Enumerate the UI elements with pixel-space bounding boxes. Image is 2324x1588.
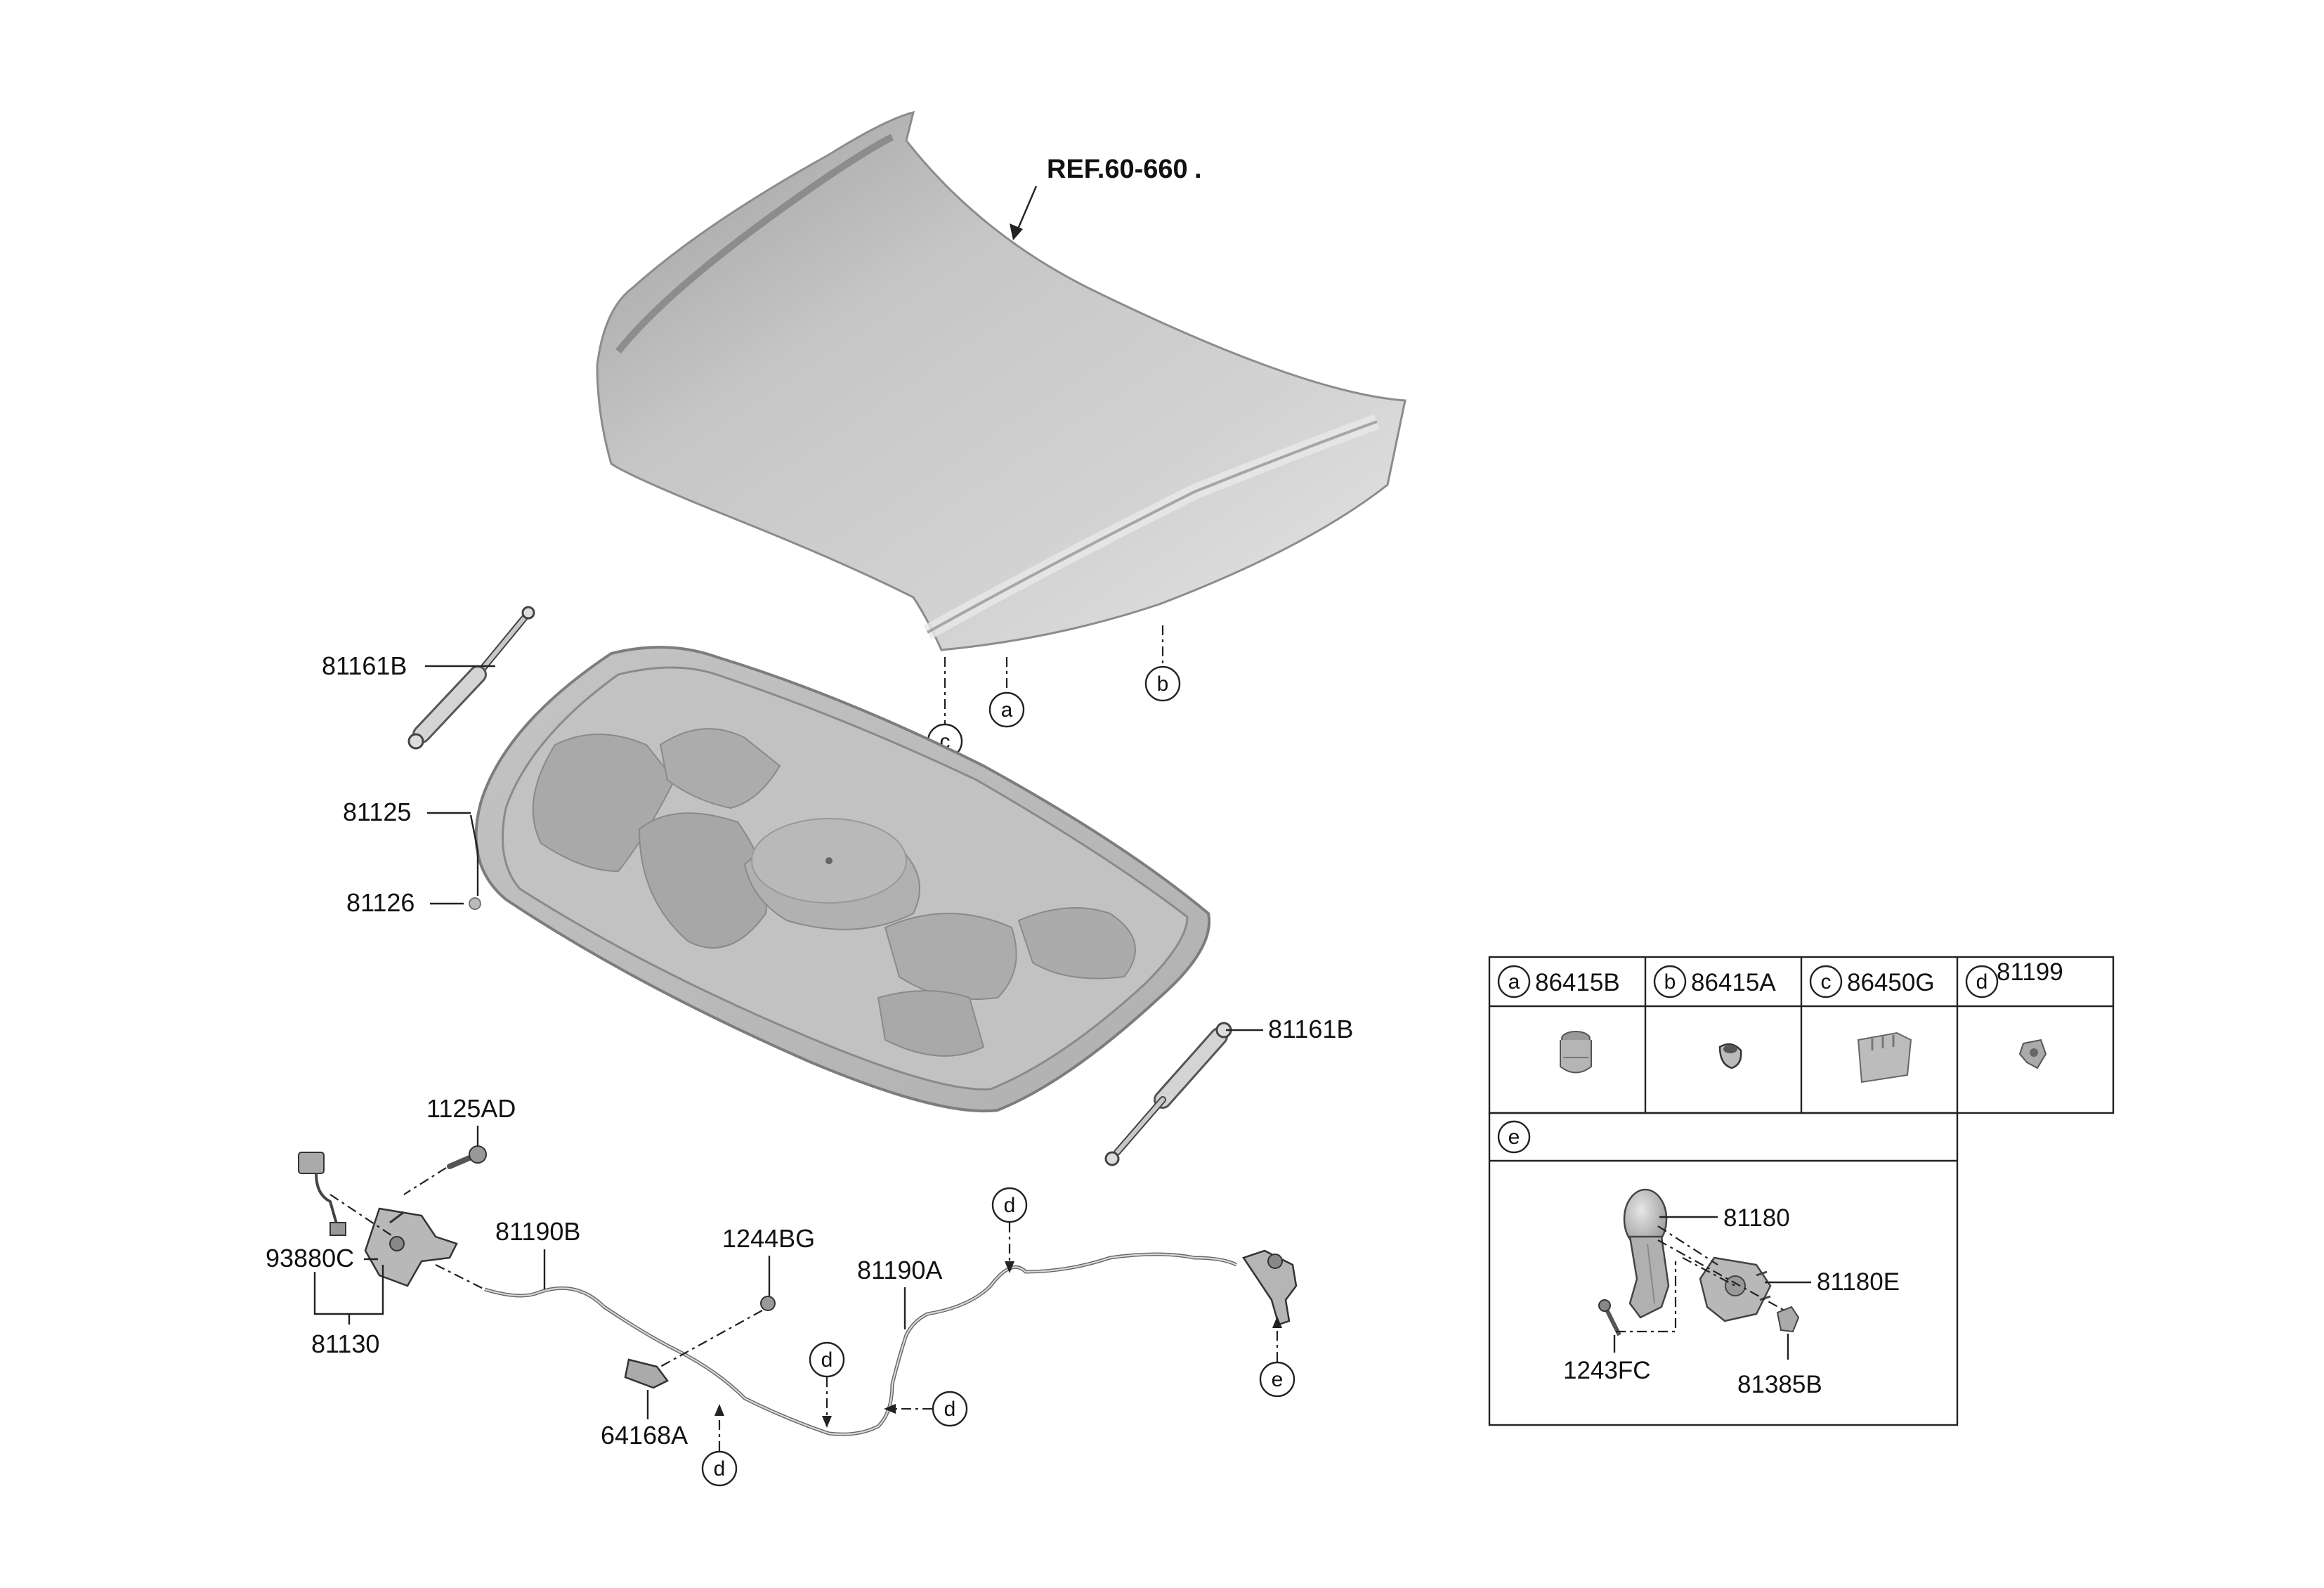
table-label-handle-bracket: 81180E	[1817, 1268, 1900, 1296]
table-cell-a: a 86415B	[1497, 965, 1620, 1074]
label-hood-lift-right: 81161B	[1268, 1015, 1353, 1043]
table-part-a: 86415B	[1535, 969, 1620, 996]
svg-text:c: c	[1821, 970, 1832, 994]
label-cable-clip: 64168A	[601, 1421, 688, 1450]
svg-text:a: a	[1001, 698, 1013, 722]
retainer-part	[1776, 1306, 1800, 1333]
table-cell-b: b 86415A	[1653, 965, 1776, 1069]
reference-leader	[1010, 186, 1038, 240]
table-cell-d: d 81199	[1965, 958, 2063, 1069]
latch-switch-connector	[298, 1152, 346, 1236]
callout-d-mid: d	[809, 1341, 845, 1378]
svg-text:b: b	[1664, 970, 1676, 994]
cable-clip-part	[624, 1358, 669, 1389]
callout-d-right: d	[932, 1391, 968, 1427]
hood-insulator-pad	[474, 646, 1211, 1113]
table-part-d: 81199	[1997, 958, 2063, 986]
label-latch-assembly: 81130	[311, 1329, 379, 1358]
svg-text:e: e	[1508, 1126, 1520, 1149]
label-cable-bolt: 1244BG	[722, 1224, 815, 1253]
hood-latch-part	[364, 1207, 458, 1287]
label-hood-lift-left: 81161B	[322, 651, 407, 680]
label-release-cable-rear: 81190A	[857, 1256, 942, 1284]
svg-text:d: d	[944, 1398, 956, 1421]
label-insulator-clip: 81126	[346, 888, 414, 917]
clip-part-d	[2018, 1039, 2047, 1069]
detail-table	[1488, 956, 2115, 1426]
handle-bracket-part	[1699, 1256, 1772, 1322]
svg-text:e: e	[1272, 1368, 1284, 1391]
table-label-handle: 81180	[1723, 1204, 1790, 1232]
latch-assembly-bracket	[313, 1265, 384, 1325]
table-label-screw: 1243FC	[1563, 1357, 1651, 1384]
hood-lift-left	[407, 606, 535, 750]
svg-text:d: d	[1004, 1194, 1016, 1217]
release-handle-part	[1242, 1249, 1298, 1326]
callout-d-top: d	[991, 1187, 1028, 1223]
callout-e-diagram: e	[1259, 1361, 1295, 1398]
hood-release-handle-part	[1623, 1188, 1670, 1319]
insulator-clip-part	[469, 897, 481, 910]
bumper-part-a	[1560, 1031, 1592, 1074]
reference-label: REF.60-660	[1047, 155, 1188, 184]
label-release-cable-front: 81190B	[495, 1217, 580, 1246]
svg-text:b: b	[1157, 672, 1169, 696]
svg-text:.: .	[1194, 155, 1202, 184]
latch-bolt-part	[447, 1145, 487, 1169]
release-cable	[484, 1252, 1238, 1436]
hood-lift-right	[1104, 1022, 1232, 1166]
svg-text:d: d	[1976, 970, 1988, 994]
cable-bolt-part	[760, 1296, 776, 1311]
table-label-retainer: 81385B	[1737, 1371, 1822, 1398]
callout-d-bottom: d	[701, 1450, 738, 1487]
screw-part	[1598, 1299, 1621, 1336]
table-part-b: 86415A	[1691, 969, 1776, 996]
svg-text:a: a	[1508, 970, 1520, 994]
hood-panel	[596, 110, 1406, 651]
table-section-e: e 81180 81180E 1243FC 81385B	[1497, 1120, 1900, 1398]
label-latch-bolt: 1125AD	[426, 1094, 516, 1123]
table-part-c: 86450G	[1847, 969, 1935, 996]
label-latch-switch: 93880C	[266, 1244, 354, 1273]
svg-text:d: d	[714, 1457, 726, 1480]
table-cell-c: c 86450G	[1809, 965, 1935, 1083]
label-insulator-pad: 81125	[343, 798, 411, 826]
callout-a-hood: a	[988, 691, 1025, 728]
callout-b-hood: b	[1144, 665, 1181, 702]
pad-part-c	[1857, 1031, 1912, 1083]
bumper-part-b	[1718, 1043, 1742, 1069]
svg-text:d: d	[821, 1348, 833, 1372]
